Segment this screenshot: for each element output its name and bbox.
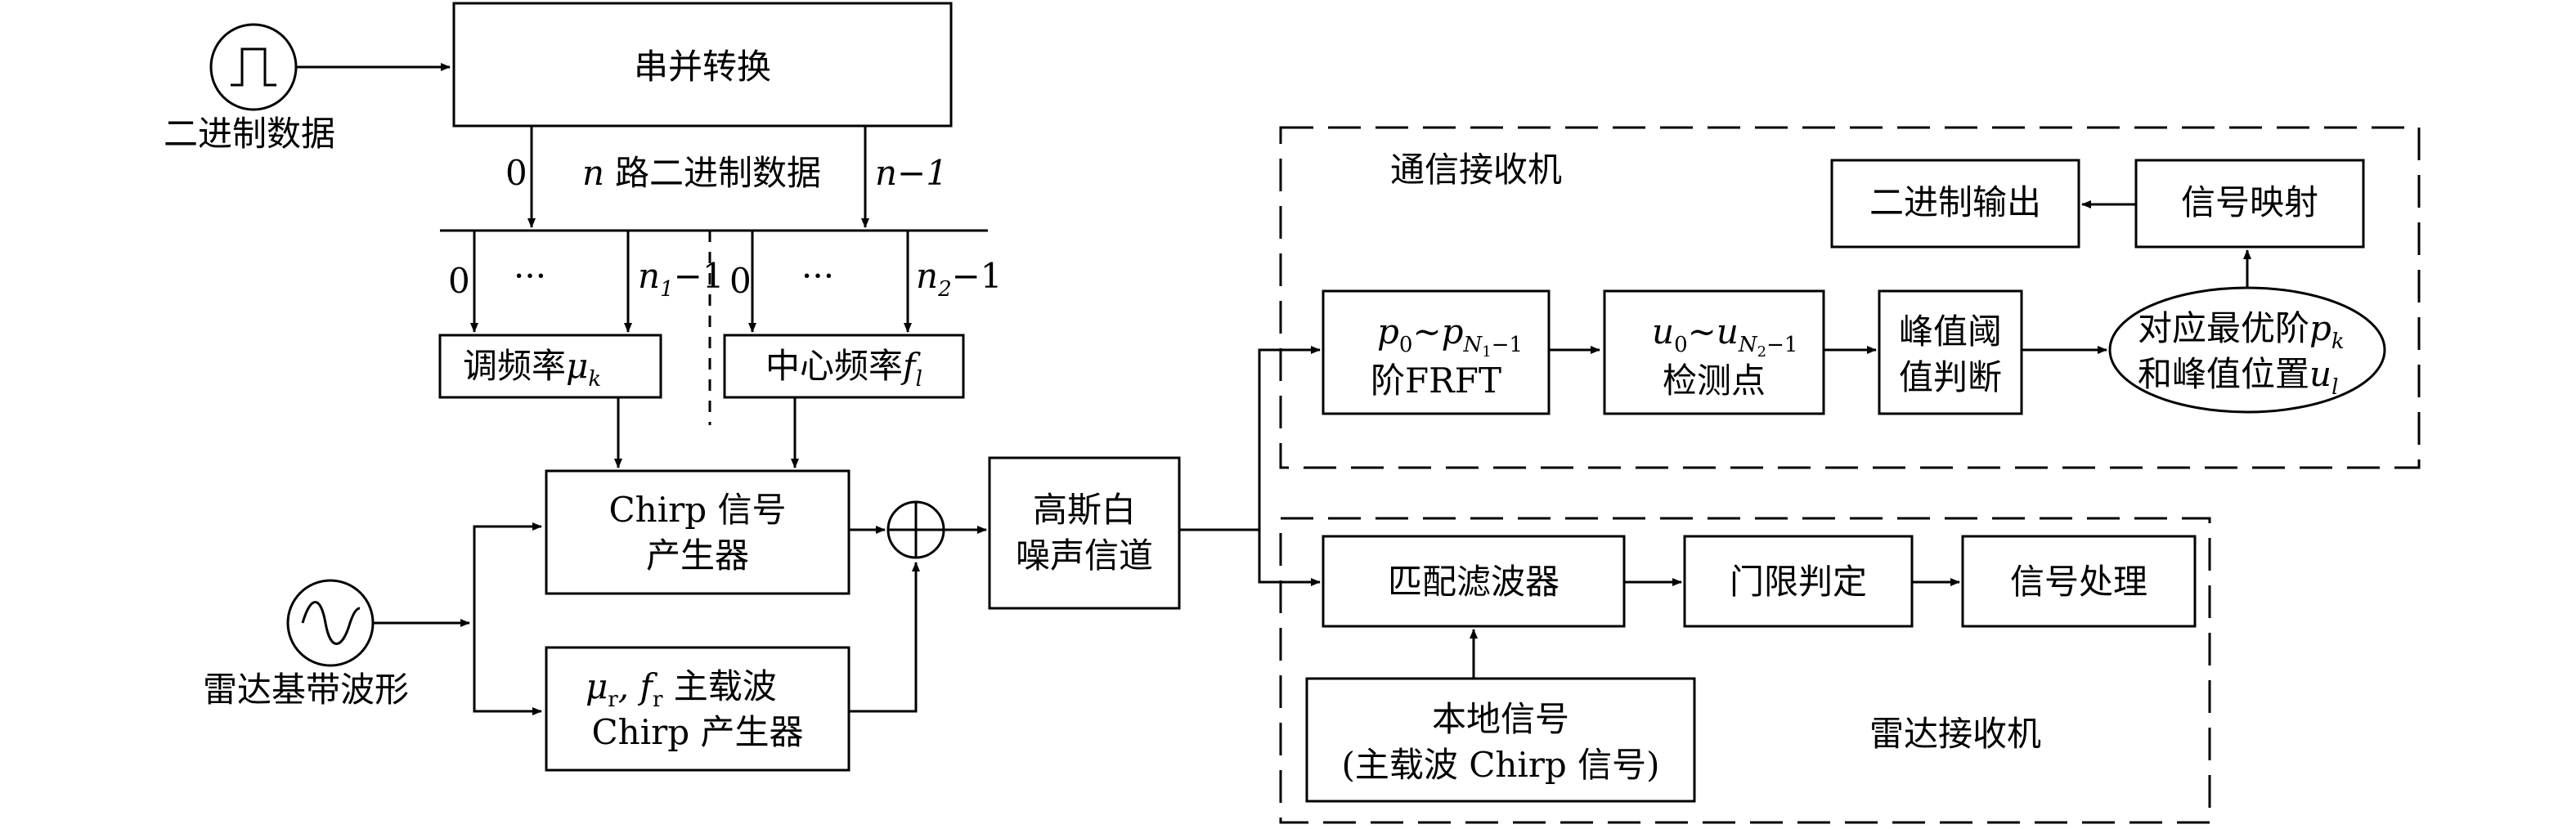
bus-label: 路二进制数据 bbox=[615, 153, 821, 193]
chirp-rate-label: 调频率μk bbox=[463, 346, 601, 392]
binary-source-icon bbox=[209, 23, 298, 111]
frft-block bbox=[1322, 289, 1551, 415]
detect-point-line2: 检测点 bbox=[1663, 361, 1766, 401]
left-dots: ··· bbox=[514, 256, 546, 296]
left-end-label: n1−1 bbox=[638, 256, 725, 302]
awgn-channel-line1: 高斯白 bbox=[1033, 490, 1136, 530]
optimal-order-line1: 对应最优阶pk bbox=[2138, 308, 2345, 354]
bus-n-var: n bbox=[582, 153, 604, 193]
frft-line1: p0~pN1−1 bbox=[1377, 311, 1523, 361]
center-freq-block bbox=[723, 334, 965, 399]
signal-mapping-label: 信号映射 bbox=[2181, 182, 2318, 222]
threshold-line1: 峰值阈 bbox=[1899, 311, 2002, 352]
awgn-channel-block bbox=[988, 456, 1181, 610]
main-carrier-block bbox=[545, 646, 850, 772]
binary-data-label: 二进制数据 bbox=[164, 114, 335, 154]
wire-carrier-to-sum bbox=[849, 562, 920, 713]
signal-processing-block bbox=[1961, 535, 2197, 628]
comm-receiver-label: 通信接收机 bbox=[1390, 150, 1562, 190]
matched-filter-label: 匹配滤波器 bbox=[1388, 562, 1560, 602]
summer-icon bbox=[886, 500, 945, 559]
local-signal-line2: (主载波 Chirp 信号) bbox=[1341, 745, 1659, 785]
signal-processing-label: 信号处理 bbox=[2010, 562, 2147, 602]
matched-filter-block bbox=[1322, 535, 1626, 628]
center-freq-label: 中心频率fl bbox=[765, 346, 922, 392]
optimal-order-line2: 和峰值位置ul bbox=[2138, 354, 2338, 400]
threshold-block bbox=[1878, 289, 2023, 415]
binary-output-block bbox=[1830, 159, 2080, 249]
detect-point-line1: u0~uN2−1 bbox=[1652, 311, 1797, 361]
local-signal-line1: 本地信号 bbox=[1432, 699, 1569, 739]
signal-mapping-block bbox=[2134, 159, 2365, 249]
right-zero-label: 0 bbox=[729, 261, 752, 301]
serial-parallel-label: 串并转换 bbox=[634, 47, 771, 87]
main-carrier-line1: μr, fr 主载波 bbox=[586, 666, 777, 712]
serial-parallel-block bbox=[452, 2, 953, 128]
binary-output-label: 二进制输出 bbox=[1869, 182, 2041, 222]
frft-line2: 阶FRFT bbox=[1371, 361, 1501, 401]
wire-radar-split-low bbox=[473, 623, 542, 715]
radar-waveform-icon bbox=[286, 579, 375, 667]
chirp-rate-block bbox=[438, 334, 662, 399]
threshold-line2: 值判断 bbox=[1899, 357, 2002, 397]
right-dots: ··· bbox=[801, 256, 834, 296]
detect-point-block bbox=[1603, 289, 1825, 415]
comm-receiver-group bbox=[1279, 126, 2421, 469]
local-signal-block bbox=[1305, 677, 1696, 803]
main-carrier-line2: Chirp 产生器 bbox=[592, 712, 804, 752]
awgn-channel-line2: 噪声信道 bbox=[1016, 535, 1153, 576]
chirp-generator-block bbox=[545, 469, 850, 595]
chirp-generator-line2: 产生器 bbox=[646, 535, 749, 576]
bus-zero-label: 0 bbox=[505, 153, 527, 193]
radar-waveform-label: 雷达基带波形 bbox=[203, 670, 409, 710]
wire-to-comm bbox=[1258, 346, 1321, 530]
right-end-label: n2−1 bbox=[916, 256, 1003, 302]
bus-n-minus-one: n−1 bbox=[875, 153, 948, 193]
chirp-generator-line1: Chirp 信号 bbox=[609, 490, 787, 530]
wire-radar-split bbox=[473, 522, 542, 623]
wire-to-radar bbox=[1258, 530, 1321, 586]
radar-receiver-label: 雷达接收机 bbox=[1869, 714, 2041, 754]
gate-decision-label: 门限判定 bbox=[1730, 562, 1867, 602]
left-zero-label: 0 bbox=[448, 261, 470, 301]
